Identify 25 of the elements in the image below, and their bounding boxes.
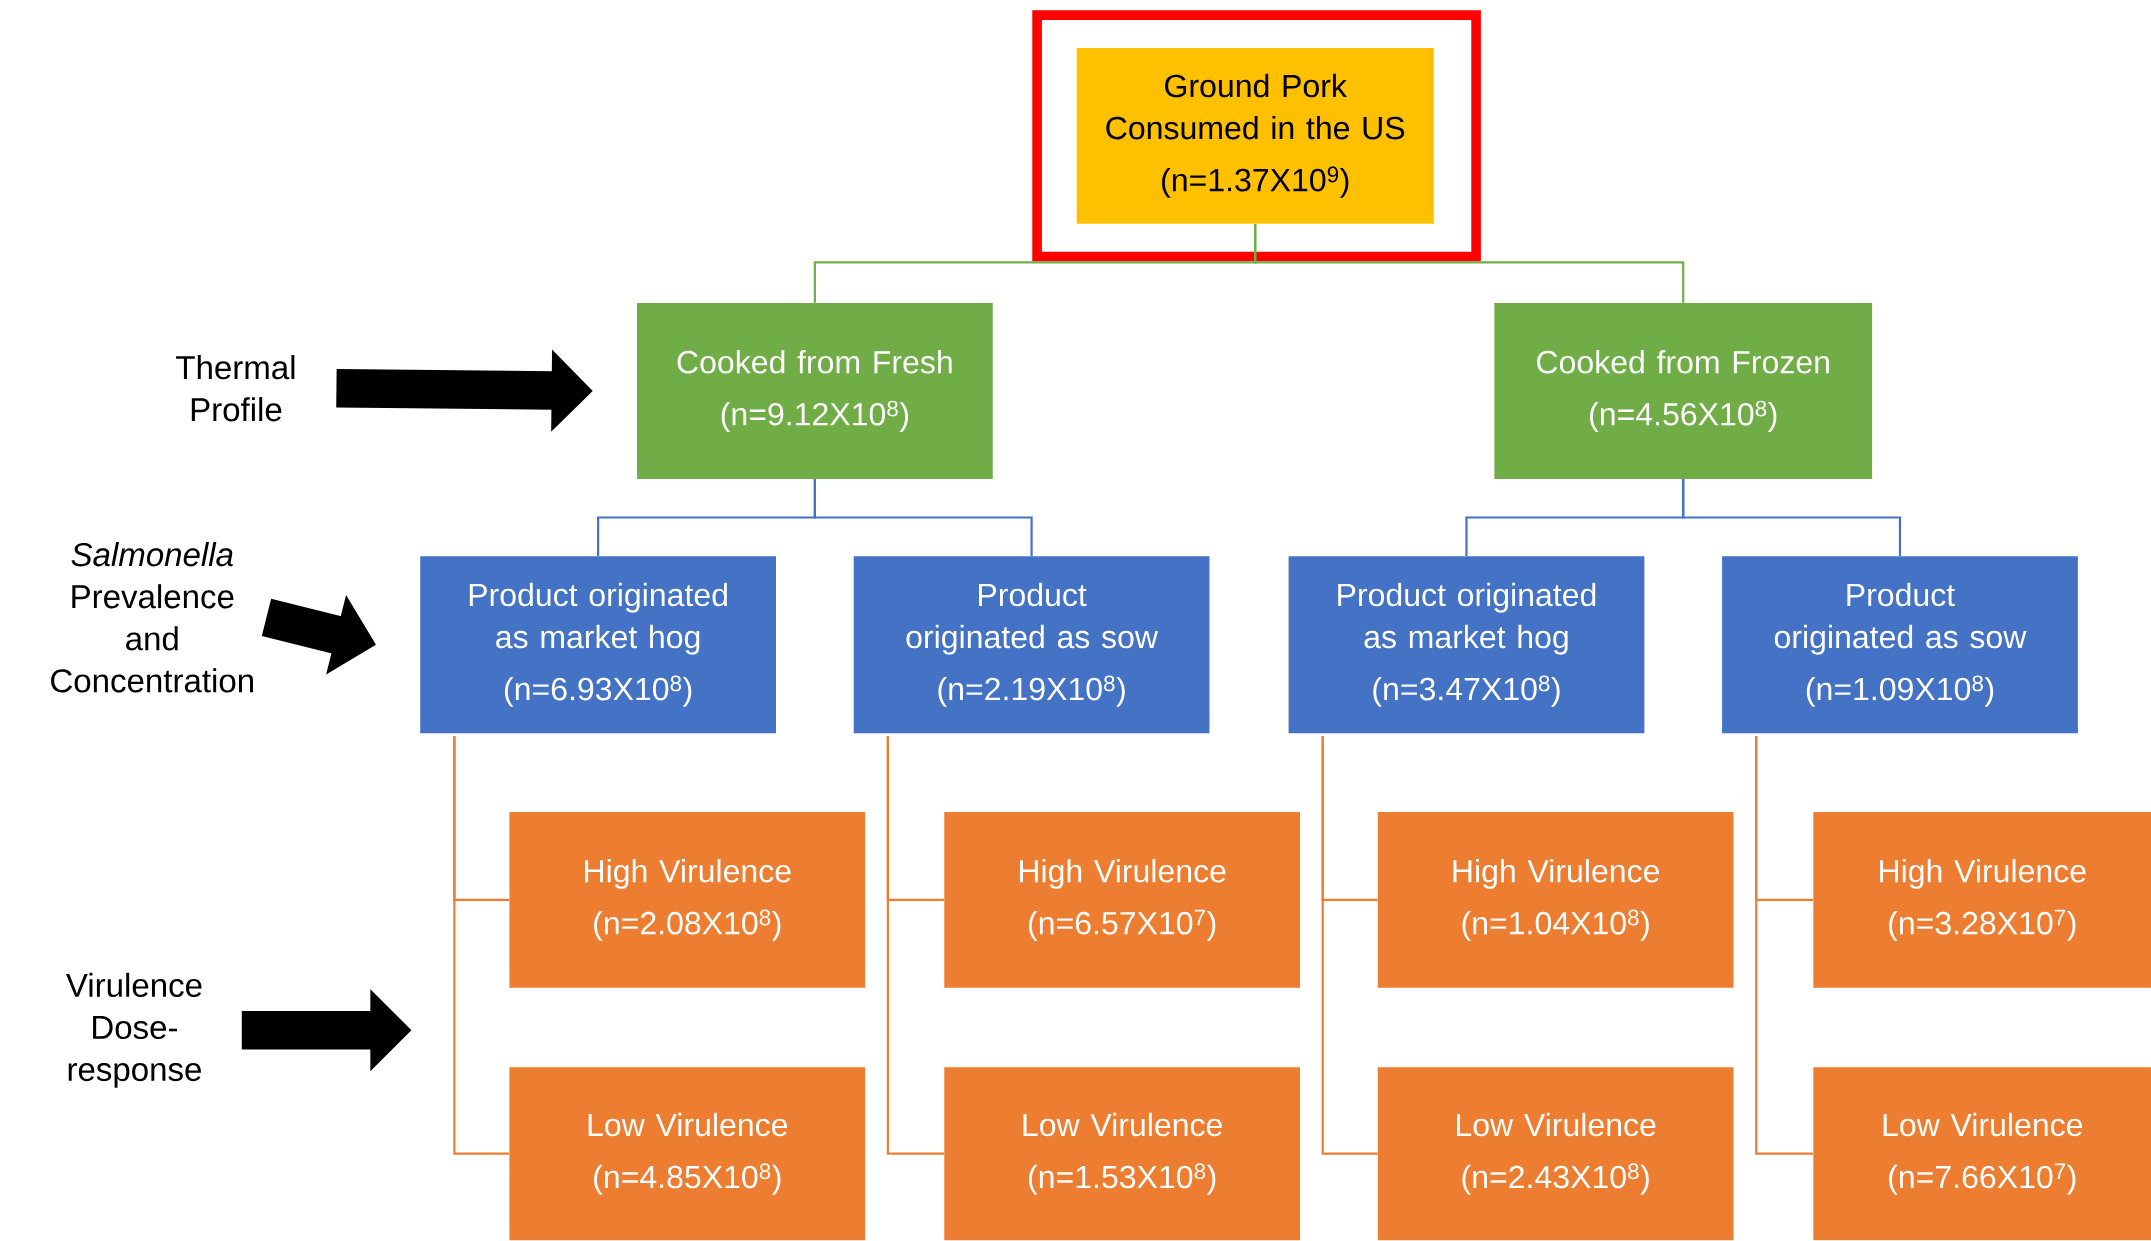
process-box: High Virulence (n=3.28X10$^{7}$)	[1813, 811, 2151, 988]
process-box: Cooked from Frozen (n=4.56X10$^{8}$)	[1494, 302, 1873, 479]
process-box: High Virulence (n=1.04X10$^{8}$)	[1377, 811, 1734, 988]
process-box: Product originated as sow (n=2.19X10$^{8}$)	[853, 555, 1210, 734]
process-box: Product originated as sow (n=1.09X10$^{8}$)	[1722, 555, 2078, 734]
process-box: Ground Pork Consumed in the US (n=1.37X10$^{9}$)	[1076, 47, 1434, 224]
process-box: Low Virulence (n=2.43X10$^{8}$)	[1377, 1066, 1734, 1240]
connector-line	[453, 736, 510, 1155]
connector-line	[1321, 736, 1378, 1155]
level-label: Thermal Profile	[176, 354, 295, 422]
process-box: High Virulence (n=2.08X10$^{8}$)	[509, 811, 866, 988]
connector-line	[1755, 736, 1814, 1155]
process-box: High Virulence (n=6.57X10$^{7}$)	[944, 811, 1301, 988]
connector-line	[1254, 223, 1685, 303]
process-box: Low Virulence (n=1.53X10$^{8}$)	[944, 1066, 1301, 1240]
level-label: Salmonella Prevalence and Concentration	[51, 541, 253, 693]
process-box: Low Virulence (n=4.85X10$^{8}$)	[509, 1066, 866, 1240]
connector-line	[886, 736, 945, 1155]
connector-line	[813, 478, 1033, 556]
process-box: Product originated as market hog (n=6.93X10$^{8}$)	[420, 555, 776, 734]
process-box: Product originated as market hog (n=3.47X10$^{8}$)	[1288, 555, 1645, 734]
level-label: Virulence Dose-response	[66, 972, 202, 1088]
process-box: Low Virulence (n=7.66X10$^{7}$)	[1813, 1066, 2151, 1240]
process-box: Cooked from Fresh (n=9.12X10$^{8}$)	[637, 302, 993, 479]
connector-line	[1682, 478, 1902, 556]
